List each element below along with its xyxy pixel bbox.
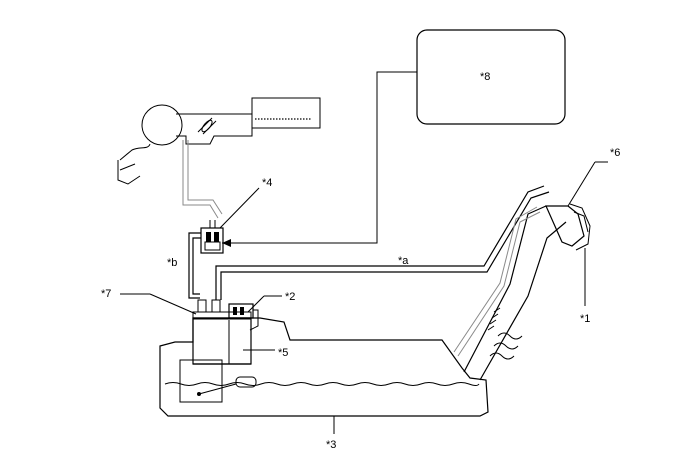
leader-2 xyxy=(247,295,265,313)
leader-7b xyxy=(149,293,197,315)
label-4: *4 xyxy=(262,177,272,189)
ecu-signal-line xyxy=(222,71,417,247)
intake-manifold xyxy=(117,97,321,185)
leader-6 xyxy=(567,161,596,207)
purge-hose-upper xyxy=(182,140,223,219)
label-6: *6 xyxy=(610,147,620,159)
ecu-box xyxy=(416,29,566,125)
leader-4 xyxy=(219,187,260,229)
label-3: *3 xyxy=(326,439,336,451)
label-5: *5 xyxy=(278,347,288,359)
purge-vsv xyxy=(200,220,224,254)
label-b: *b xyxy=(167,257,177,269)
fuel-tank xyxy=(159,317,489,417)
canister-pump-module xyxy=(228,303,259,331)
vapor-line xyxy=(215,185,550,300)
label-2: *2 xyxy=(285,291,295,303)
canister xyxy=(192,299,252,365)
label-1: *1 xyxy=(580,313,590,325)
filler-pipe xyxy=(453,203,591,381)
label-a: *a xyxy=(398,255,409,267)
label-7: *7 xyxy=(101,288,111,300)
purge-hose-lower xyxy=(188,232,201,299)
label-8: *8 xyxy=(480,71,490,83)
